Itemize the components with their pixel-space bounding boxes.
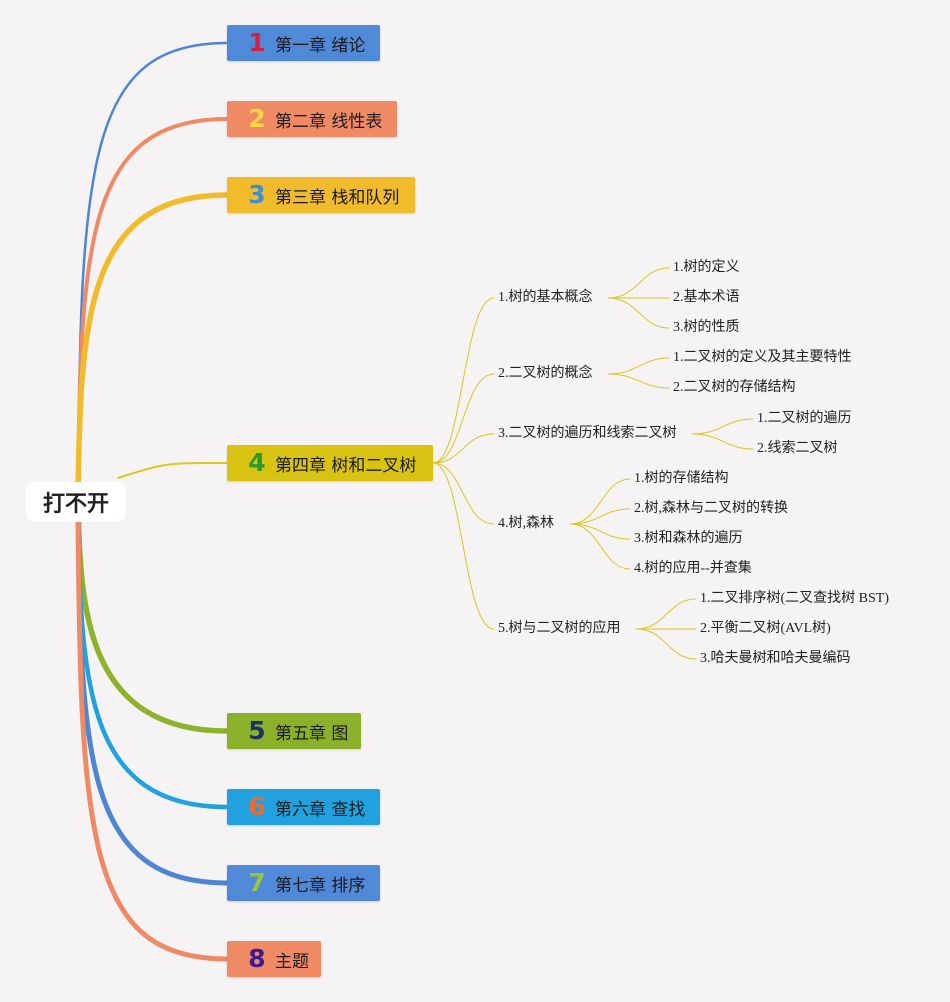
chapter-label: 主题 [275, 951, 309, 972]
chapter-node-8[interactable]: 8 主题 [227, 941, 321, 977]
chapter-number: 4 [248, 448, 266, 477]
subtopic-1-2[interactable]: 2.基本术语 [673, 290, 740, 305]
subtopic-5-2[interactable]: 2.平衡二叉树(AVL树) [700, 621, 831, 636]
chapter-number: 7 [248, 868, 266, 897]
subtopic-5-3[interactable]: 3.哈夫曼树和哈夫曼编码 [700, 651, 851, 666]
chapter-number: 6 [248, 792, 266, 821]
branch-line-chapter-7 [75, 499, 230, 886]
subtopic-3-1[interactable]: 1.二叉树的遍历 [757, 411, 852, 426]
chapter-label: 第三章 栈和队列 [275, 187, 400, 208]
topic-1[interactable]: 1.树的基本概念 [498, 290, 593, 305]
topic-2[interactable]: 2.二叉树的概念 [498, 366, 593, 381]
branch-line-chapter-4 [117, 461, 228, 479]
subtopic-3-2[interactable]: 2.线索二叉树 [757, 441, 838, 456]
chapter-number: 3 [248, 180, 266, 209]
branch-line-chapter-5 [75, 499, 230, 734]
chapter-label: 第二章 线性表 [275, 111, 383, 132]
central-topic-label: 打不开 [42, 492, 109, 517]
subtopic-connector-2-2 [607, 373, 670, 389]
topic-4[interactable]: 4.树,森林 [498, 516, 554, 531]
chapter-node-2[interactable]: 2 第二章 线性表 [227, 101, 397, 137]
subtopic-4-3[interactable]: 3.树和森林的遍历 [634, 531, 743, 546]
chapter-label: 第七章 排序 [275, 875, 366, 896]
topic-connector-3 [432, 433, 495, 464]
topic-connector-4 [432, 462, 495, 525]
subtopic-connector-4-1 [569, 478, 631, 525]
subtopic-1-1[interactable]: 1.树的定义 [673, 260, 740, 275]
subtopic-connector-1-3 [607, 297, 670, 329]
topic-3[interactable]: 3.二叉树的遍历和线索二叉树 [498, 426, 677, 441]
chapter-label: 第一章 绪论 [275, 35, 366, 56]
chapter-number: 1 [248, 28, 266, 57]
chapter-number: 8 [248, 944, 266, 973]
subtopic-connector-1-1 [607, 267, 670, 299]
subtopic-connector-4-4 [569, 523, 631, 570]
subtopic-4-1[interactable]: 1.树的存储结构 [634, 471, 729, 486]
chapter-node-3[interactable]: 3 第三章 栈和队列 [227, 177, 415, 213]
branch-line-chapter-2 [76, 117, 229, 504]
chapter-node-4[interactable]: 4 第四章 树和二叉树 [227, 445, 433, 481]
subtopic-5-1[interactable]: 1.二叉排序树(二叉查找树 BST) [700, 591, 889, 606]
chapter-number: 5 [248, 716, 266, 745]
chapter-number: 2 [248, 104, 266, 133]
topic-connector-2 [432, 373, 495, 464]
chapter-node-7[interactable]: 7 第七章 排序 [227, 865, 380, 901]
subtopic-4-4[interactable]: 4.树的应用--并查集 [634, 561, 752, 576]
subtopic-connector-3-1 [691, 418, 754, 435]
chapter-label: 第四章 树和二叉树 [275, 455, 417, 476]
chapter-label: 第六章 查找 [275, 799, 366, 820]
central-topic[interactable]: 打不开 [26, 482, 126, 522]
chapter-node-1[interactable]: 1 第一章 绪论 [227, 25, 380, 61]
subtopic-1-3[interactable]: 3.树的性质 [673, 320, 740, 335]
subtopic-connector-2-1 [607, 357, 670, 375]
topic-connector-5 [432, 462, 495, 630]
subtopic-2-1[interactable]: 1.二叉树的定义及其主要特性 [673, 350, 852, 365]
subtopic-connector-4-3 [569, 523, 631, 540]
subtopic-2-2[interactable]: 2.二叉树的存储结构 [673, 380, 796, 395]
subtopic-connector-4-2 [569, 508, 631, 525]
branch-line-chapter-3 [75, 192, 230, 505]
topic-5[interactable]: 5.树与二叉树的应用 [498, 621, 621, 636]
subtopic-4-2[interactable]: 2.树,森林与二叉树的转换 [634, 501, 788, 516]
chapter-label: 第五章 图 [275, 723, 349, 744]
subtopic-connector-5-1 [635, 598, 697, 630]
subtopic-connector-5-3 [635, 628, 697, 660]
branch-line-chapter-8 [75, 499, 230, 962]
chapter-node-5[interactable]: 5 第五章 图 [227, 713, 361, 749]
chapter-node-6[interactable]: 6 第六章 查找 [227, 789, 380, 825]
topic-connector-1 [432, 297, 495, 464]
subtopic-connector-3-2 [691, 433, 754, 450]
